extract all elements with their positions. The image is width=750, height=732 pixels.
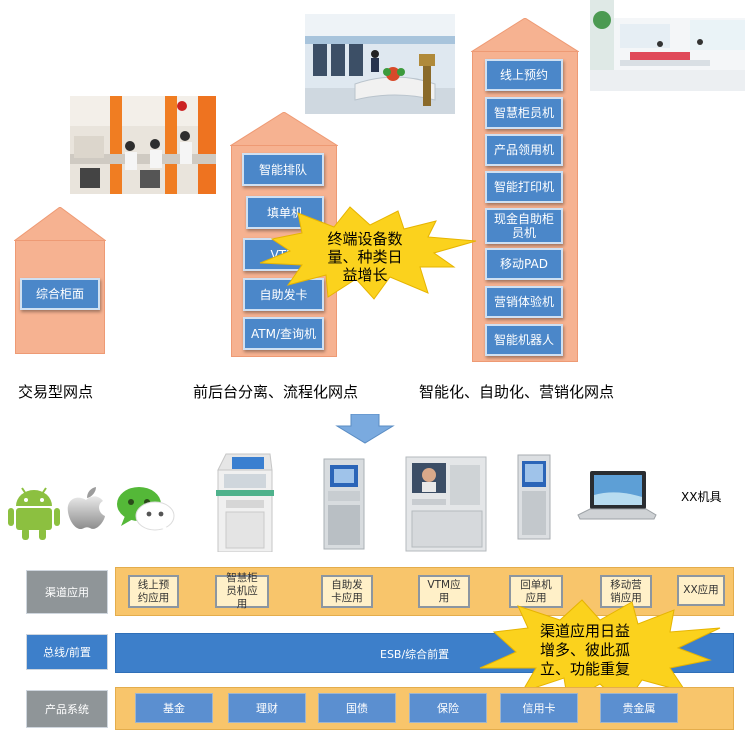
product-item-3: 保险 xyxy=(409,693,487,723)
house2-button-4: ATM/查询机 xyxy=(243,317,324,350)
kiosk-machine-2 xyxy=(323,458,365,550)
house3-button-1: 智慧柜员机 xyxy=(485,97,563,129)
vtm-machine xyxy=(405,456,487,552)
bank-counter-photo xyxy=(70,96,216,194)
android-icon xyxy=(8,487,60,540)
house3-button-4: 现金自助柜员机 xyxy=(485,208,563,244)
channel-row-label: 渠道应用 xyxy=(26,570,108,614)
product-item-1: 理财 xyxy=(228,693,306,723)
laptop-device xyxy=(577,471,657,520)
product-row-label: 产品系统 xyxy=(26,690,108,728)
house3-button-7: 智能机器人 xyxy=(485,324,563,356)
product-item-4: 信用卡 xyxy=(500,693,578,723)
channel-item-2: 自助发卡应用 xyxy=(321,575,373,608)
house2-caption: 前后台分离、流程化网点 xyxy=(193,383,359,401)
house3-button-2: 产品领用机 xyxy=(485,134,563,166)
kiosk-machine-3 xyxy=(517,454,551,540)
house3-button-5: 移动PAD xyxy=(485,248,563,280)
channel-item-4: 回单机应用 xyxy=(509,575,563,608)
kiosk-machine-1 xyxy=(216,453,274,552)
channel-item-1: 智慧柜员机应用 xyxy=(215,572,269,610)
house3-button-0: 线上预约 xyxy=(485,59,563,91)
house3-roof xyxy=(471,18,579,52)
house2-button-0: 智能排队 xyxy=(242,153,324,186)
burst-devices-growth-text: 终端设备数 量、种类日 益增长 xyxy=(327,230,403,284)
house3-caption: 智能化、自助化、营销化网点 xyxy=(419,383,615,401)
house2-button-3: 自助发卡 xyxy=(243,278,324,311)
burst-channel-apps-text: 渠道应用日益 增多、彼此孤 立、功能重复 xyxy=(539,622,630,678)
burst-devices-growth xyxy=(259,206,477,300)
channel-item-0: 线上预约应用 xyxy=(128,575,179,608)
wechat-icon xyxy=(117,487,175,532)
bus-row-label: 总线/前置 xyxy=(26,634,108,670)
channel-item-3: VTM应用 xyxy=(418,575,470,608)
bank-lobby-photo xyxy=(305,14,455,114)
product-item-5: 贵金属 xyxy=(600,693,678,723)
bus-bar-label: ESB/综合前置 xyxy=(380,648,450,661)
house1-roof xyxy=(14,207,106,241)
device-label: XX机具 xyxy=(681,490,722,504)
down-arrow-icon xyxy=(335,414,395,444)
modern-branch-photo xyxy=(590,0,745,91)
product-item-0: 基金 xyxy=(135,693,213,723)
house3-button-3: 智能打印机 xyxy=(485,171,563,203)
house1-button: 综合柜面 xyxy=(20,278,100,310)
house1-caption: 交易型网点 xyxy=(18,383,94,401)
product-item-2: 国债 xyxy=(318,693,396,723)
apple-icon xyxy=(67,487,105,530)
house3-button-6: 营销体验机 xyxy=(485,286,563,318)
channel-item-6: XX应用 xyxy=(677,575,725,606)
house2-roof xyxy=(230,112,338,146)
